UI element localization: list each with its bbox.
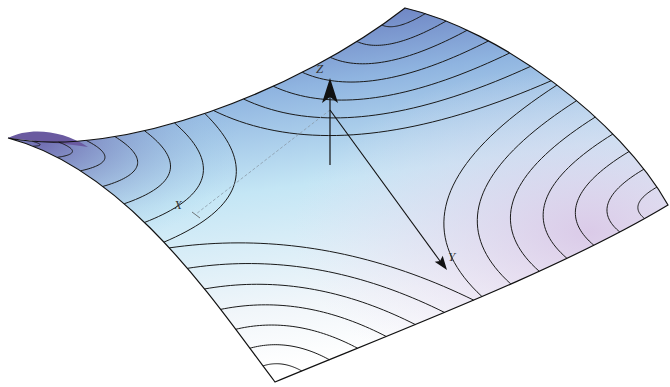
surface-lip [8,132,88,147]
contour-line [205,284,416,324]
contour-line [124,131,170,204]
saddle-surface [8,8,668,382]
contour-line [543,134,613,258]
contour-line [273,53,509,100]
contour-line [250,345,329,360]
z-axis [329,96,330,165]
contour-line [81,140,105,170]
contour-line [444,85,557,297]
contour-lines [32,14,656,371]
x-axis-tick [192,212,200,218]
axis-label: X [174,198,182,211]
contour-line [103,137,138,187]
contour-line [57,142,72,157]
contour-line [244,66,531,118]
contour-line [169,243,473,300]
contour-line [145,123,204,222]
contour-line [477,101,576,284]
surface-outline [8,8,668,382]
contour-line [263,364,302,371]
axis-label: Z [316,62,323,75]
surface-shading [8,8,668,382]
contour-line [187,264,444,313]
y-arrowhead [435,256,447,270]
axis-label: Y [448,250,455,263]
contour-line [221,305,387,337]
contour-line [302,41,488,82]
contour-line [164,113,236,242]
contour-line [330,30,467,64]
y-axis [330,110,440,261]
x-axis [196,110,330,214]
z-arrowhead [322,78,338,103]
surface-shading [8,8,668,382]
contour-line [236,325,358,348]
